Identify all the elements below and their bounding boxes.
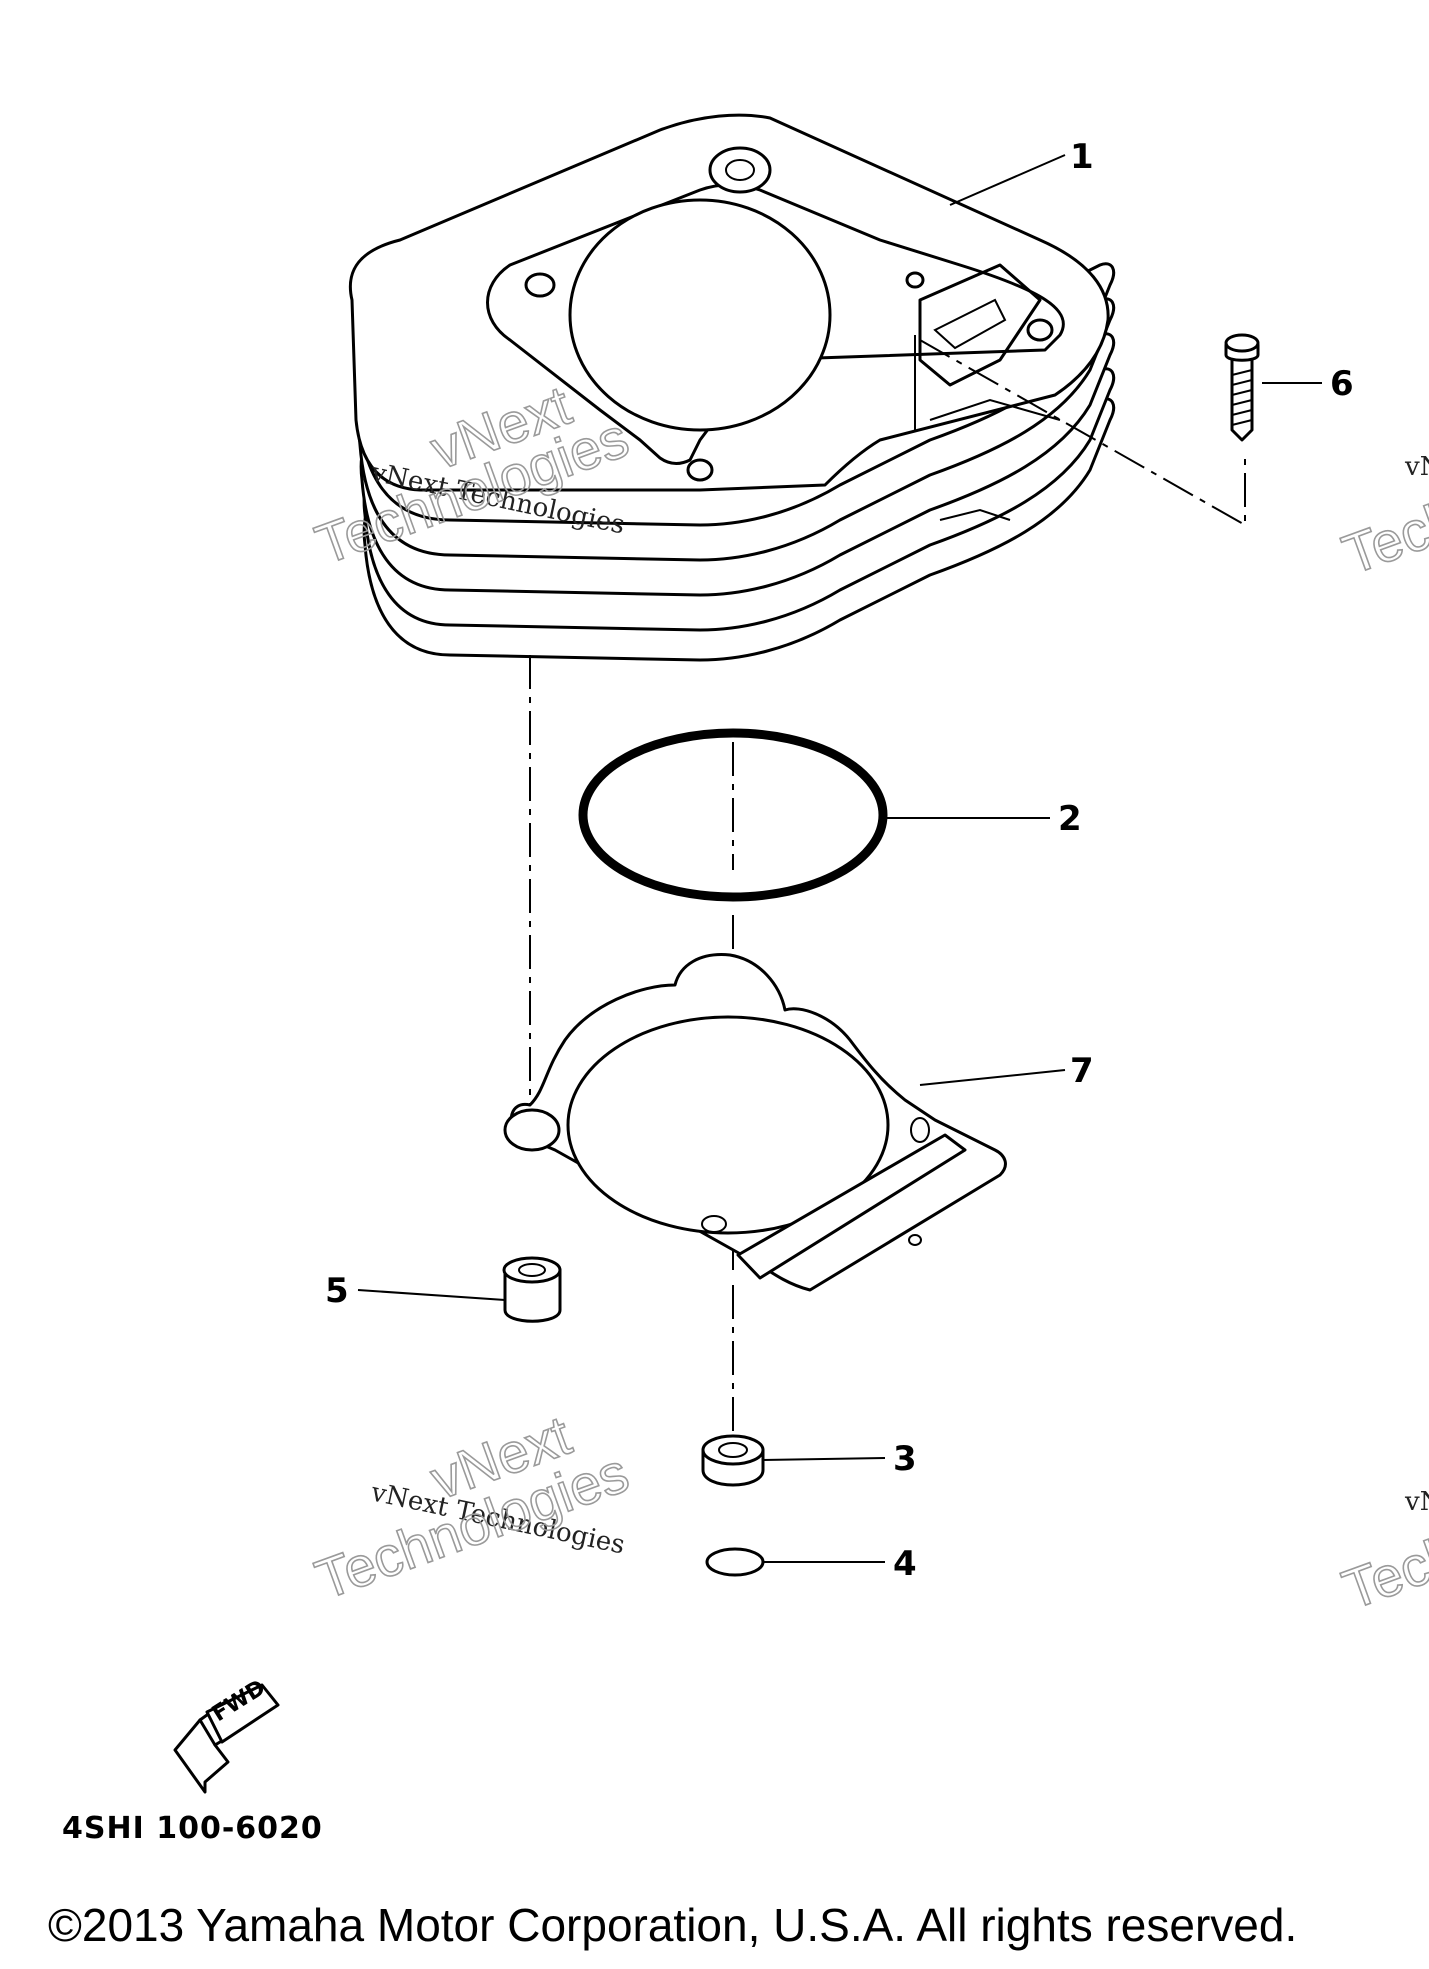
watermark-big-3: Technologies (1335, 415, 1429, 586)
o-ring-part-4 (705, 1547, 765, 1577)
watermark-big-4: Technologies (1335, 1450, 1429, 1621)
base-gasket-part-7 (503, 953, 1007, 1292)
bolt-part-6 (1224, 333, 1260, 442)
callout-6: 6 (1330, 364, 1354, 404)
o-ring-part-2 (578, 728, 888, 902)
callout-5: 5 (325, 1271, 349, 1311)
callout-labels: 1 6 2 7 5 3 4 (325, 137, 1354, 1584)
watermark-small-4: vNext Technologies (1404, 1487, 1429, 1517)
watermark-small-3: vNext Technologies (1404, 452, 1429, 482)
part-code: 4SHI 100-6020 (62, 1811, 323, 1846)
fwd-arrow-icon: FWD (173, 1675, 280, 1794)
leader-lines (357, 154, 1322, 1563)
copyright-notice: ©2013 Yamaha Motor Corporation, U.S.A. A… (48, 1899, 1298, 1951)
cylinder-part-1 (348, 113, 1116, 662)
dowel-pin-part-3 (701, 1434, 765, 1487)
callout-1: 1 (1070, 137, 1094, 177)
dowel-pin-part-5 (502, 1256, 562, 1323)
callout-3: 3 (893, 1439, 917, 1479)
callout-7: 7 (1070, 1051, 1094, 1091)
callout-4: 4 (893, 1544, 917, 1584)
callout-2: 2 (1058, 799, 1082, 839)
